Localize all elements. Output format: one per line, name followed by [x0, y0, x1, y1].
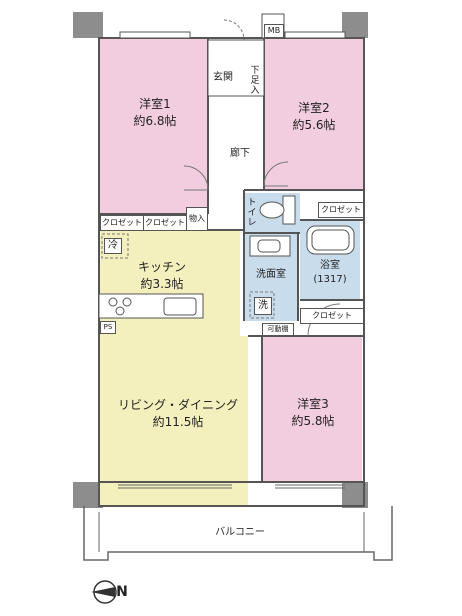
compass-icon — [91, 580, 117, 604]
bath-label: 浴室 (1317) — [300, 259, 360, 287]
closet-label-2: クロゼット — [143, 215, 187, 231]
living-label: リビング・ダイニング 約11.5帖 — [116, 397, 240, 431]
balcony-label: バルコニー — [215, 527, 265, 538]
western-room-1-floor — [99, 38, 208, 214]
bath-name: 浴室 — [320, 260, 340, 271]
fridge-label: 冷 — [104, 238, 122, 254]
movable-shelf-label: 可動棚 — [262, 323, 294, 336]
storage-label: 物入 — [186, 207, 208, 231]
closet-label-1: クロゼット — [100, 215, 144, 231]
entrance-floor — [207, 39, 265, 97]
kitchen-size: 約3.3帖 — [140, 277, 184, 291]
balcony-rail — [83, 506, 393, 561]
entrance-label: 玄関 — [213, 72, 233, 83]
western-room-2-label: 洋室2 約5.6帖 — [277, 100, 351, 134]
closet-label-3: クロゼット — [318, 202, 364, 218]
western-room-2-name: 洋室2 — [298, 101, 330, 115]
kitchen-label: キッチン 約3.3帖 — [125, 259, 199, 293]
washroom-label: 洗面室 — [256, 269, 286, 280]
western-room-2-size: 約5.6帖 — [292, 118, 336, 132]
living-name: リビング・ダイニング — [117, 398, 238, 412]
western-room-3-label: 洋室3 約5.8帖 — [276, 396, 350, 430]
top-right-column — [342, 12, 368, 38]
toilet-label: トイレ — [247, 198, 257, 228]
hallway-label: 廊下 — [230, 148, 250, 159]
mb-label: MB — [264, 24, 284, 38]
north-label: N — [116, 584, 128, 600]
western-room-3-size: 約5.8帖 — [291, 414, 335, 428]
western-room-1-size: 約6.8帖 — [133, 114, 177, 128]
kitchen-name: キッチン — [137, 260, 186, 274]
washer-label: 洗 — [254, 297, 272, 315]
bath-size: (1317) — [313, 274, 347, 285]
top-left-column — [73, 12, 103, 38]
shoe-box-label: 下足入 — [250, 66, 260, 96]
western-room-1-label: 洋室1 約6.8帖 — [118, 96, 192, 130]
western-room-1-name: 洋室1 — [139, 97, 171, 111]
living-size: 約11.5帖 — [152, 415, 204, 429]
western-room-3-name: 洋室3 — [297, 397, 329, 411]
ps-label: PS — [100, 321, 116, 334]
closet-label-4: クロゼット — [300, 308, 364, 324]
western-room-2-floor — [264, 38, 364, 190]
western-room-3-floor — [262, 336, 362, 482]
